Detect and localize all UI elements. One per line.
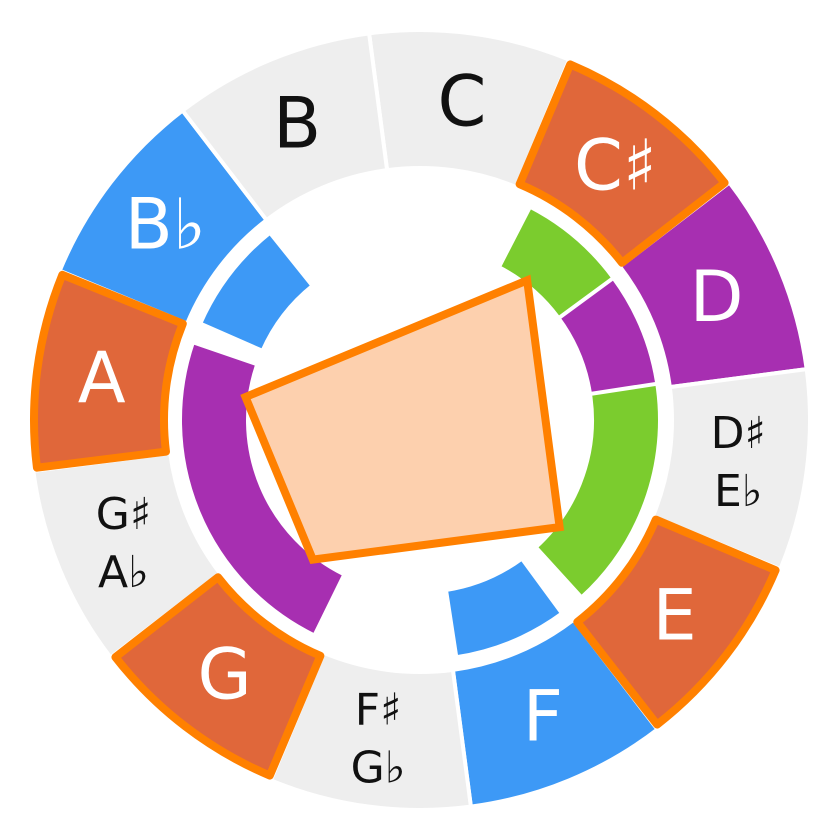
label-g-sharp: G♯ A♭: [96, 488, 151, 597]
label-d: D: [690, 256, 744, 338]
label-line: B♭: [125, 184, 206, 266]
label-g: G: [197, 634, 251, 716]
label-e: E: [653, 574, 697, 656]
inner-interval-arcs: [178, 204, 662, 660]
label-line: D♯: [711, 407, 766, 458]
label-line: C: [437, 61, 486, 143]
label-line: G♯: [96, 488, 151, 539]
highlight-outline-a: [30, 270, 187, 472]
label-f: F: [523, 676, 563, 758]
label-line: F♯: [355, 684, 402, 735]
highlight-outlines: [30, 60, 780, 780]
inner-arc-2: [443, 555, 565, 660]
label-b-flat: B♭: [125, 184, 206, 266]
chord-polygon-layer: [240, 274, 565, 564]
label-line: G♭: [351, 742, 406, 793]
label-line: B: [273, 82, 321, 164]
label-line: E: [653, 574, 697, 656]
inner-arc-3: [178, 339, 348, 639]
inner-arc-4: [197, 229, 316, 354]
label-line: D: [690, 256, 744, 338]
label-c-sharp: C♯: [574, 124, 657, 206]
note-sectors: [28, 28, 812, 812]
note-labels: C C♯ D D♯ E♭ E F F♯ G♭ G G♯ A♭ A B♭ B: [78, 61, 766, 793]
chord-polygon-fill: [245, 280, 560, 560]
label-line: F: [523, 676, 563, 758]
inner-arc-1: [555, 275, 660, 397]
label-line: E♭: [714, 465, 763, 516]
label-f-sharp: F♯ G♭: [351, 684, 406, 793]
label-line: G: [197, 634, 251, 716]
highlight-outline-e: [573, 515, 780, 729]
label-line: A♭: [98, 546, 149, 597]
label-d-sharp: D♯ E♭: [711, 407, 766, 516]
sector-b[interactable]: [179, 31, 390, 223]
highlight-outline-g: [111, 573, 325, 780]
label-line: A: [78, 337, 126, 419]
label-c: C: [437, 61, 486, 143]
chord-polygon-outline: [240, 274, 565, 564]
label-b: B: [273, 82, 321, 164]
highlight-outline-c-sharp: [515, 60, 729, 267]
label-line: C♯: [574, 124, 657, 206]
label-a: A: [78, 337, 126, 419]
